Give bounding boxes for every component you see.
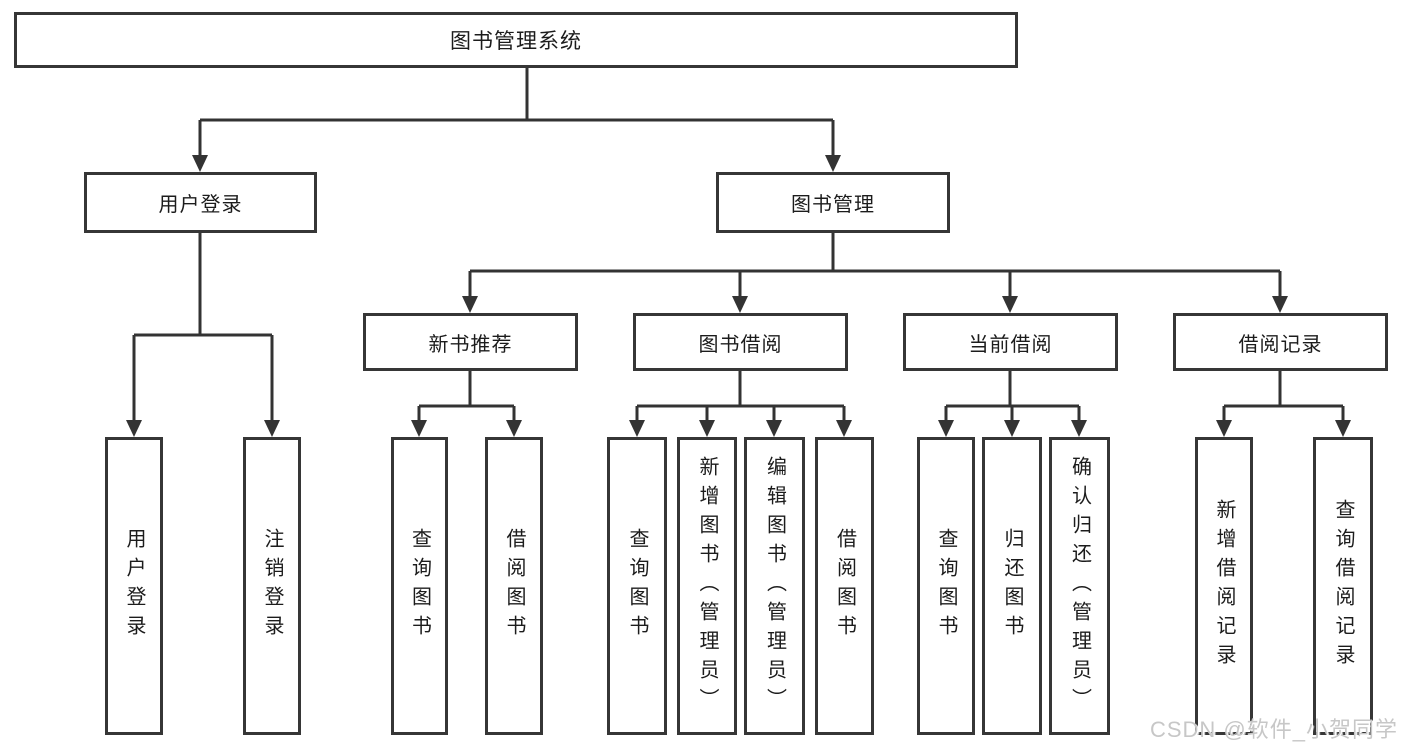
leaf-label: 新增借阅记录 <box>1213 499 1235 673</box>
leaf-confirm-return-admin: 确认归还（管理员） <box>1049 437 1110 735</box>
node-label: 图书借阅 <box>698 333 783 356</box>
leaf-borrow-books-recommend: 借阅图书 <box>485 437 543 735</box>
node-book-management: 图书管理 <box>716 172 950 233</box>
node-label: 借阅记录 <box>1238 333 1323 356</box>
node-label: 图书管理系统 <box>450 30 582 53</box>
leaf-label: 查询借阅记录 <box>1332 499 1354 673</box>
node-library-management-system: 图书管理系统 <box>14 12 1018 68</box>
leaf-query-books-recommend: 查询图书 <box>391 437 448 735</box>
node-label: 图书管理 <box>791 194 875 216</box>
leaf-label: 归还图书 <box>1001 528 1023 644</box>
connector-shafts <box>132 68 1345 424</box>
leaf-label: 新增图书（管理员） <box>696 455 718 717</box>
leaf-add-book-admin: 新增图书（管理员） <box>677 437 737 735</box>
leaf-edit-book-admin: 编辑图书（管理员） <box>744 437 805 735</box>
leaf-query-books-current: 查询图书 <box>917 437 975 735</box>
leaf-logout: 注销登录 <box>243 437 301 735</box>
leaf-label: 查询图书 <box>935 528 957 644</box>
leaf-label: 确认归还（管理员） <box>1068 455 1091 717</box>
leaf-add-borrow-record: 新增借阅记录 <box>1195 437 1253 735</box>
leaf-return-book: 归还图书 <box>982 437 1042 735</box>
node-new-book-recommend: 新书推荐 <box>363 313 578 371</box>
arrow-down-icons <box>126 155 1351 437</box>
node-label: 用户登录 <box>158 194 243 216</box>
leaf-label: 借阅图书 <box>833 528 856 644</box>
leaf-label: 查询图书 <box>626 528 648 644</box>
node-borrow-records: 借阅记录 <box>1173 313 1388 371</box>
csdn-watermark: CSDN @软件_小贺同学 <box>1149 717 1398 742</box>
node-label: 当前借阅 <box>968 333 1053 356</box>
leaf-user-login: 用户登录 <box>105 437 163 735</box>
leaf-label: 借阅图书 <box>503 528 525 644</box>
leaf-borrow-books: 借阅图书 <box>815 437 874 735</box>
leaf-label: 查询图书 <box>408 528 431 644</box>
leaf-label: 注销登录 <box>261 528 283 644</box>
leaf-query-borrow-record: 查询借阅记录 <box>1313 437 1373 735</box>
leaf-label: 编辑图书（管理员） <box>763 455 786 717</box>
node-book-borrow: 图书借阅 <box>633 313 848 371</box>
node-label: 新书推荐 <box>428 333 513 356</box>
node-current-borrow: 当前借阅 <box>903 313 1118 371</box>
leaf-query-books-borrow: 查询图书 <box>607 437 667 735</box>
leaf-label: 用户登录 <box>123 528 145 644</box>
node-user-login: 用户登录 <box>84 172 317 233</box>
